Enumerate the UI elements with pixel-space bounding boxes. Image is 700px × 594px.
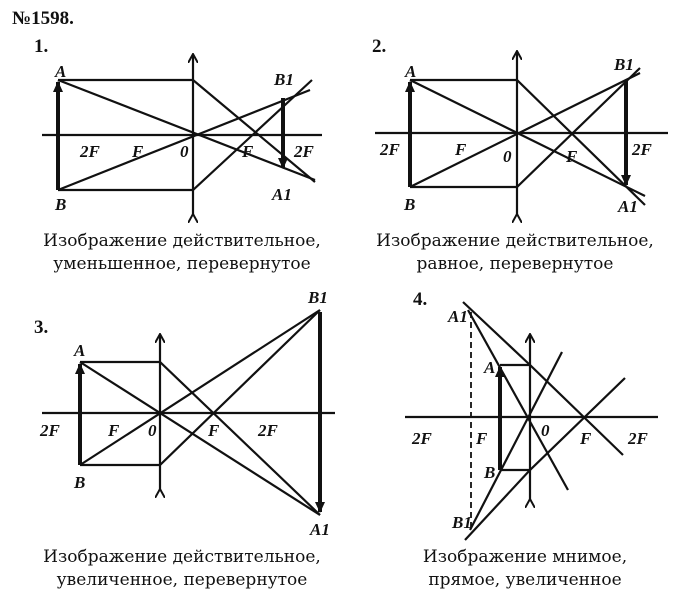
ray <box>58 78 316 183</box>
tick-label: F <box>475 429 488 448</box>
tick-label: 0 <box>148 421 157 440</box>
tick-label: 2F <box>79 142 101 161</box>
tick-label: 2F <box>627 429 649 448</box>
ray <box>410 67 641 189</box>
tick-label: 2F <box>293 142 315 161</box>
point-label: A <box>54 62 66 81</box>
ray <box>80 309 321 467</box>
ray <box>80 360 321 516</box>
tick-label: 2F <box>379 140 401 159</box>
diagram-1: 1. 2F F 0 F 2F A B B1 A1 <box>34 36 322 215</box>
ray <box>467 309 569 491</box>
point-label: B <box>403 195 415 214</box>
tick-label: F <box>454 140 467 159</box>
ray <box>500 363 624 456</box>
caption-2: Изображение действительное, равное, пере… <box>345 230 685 276</box>
diagram-4: 4. 2F F 0 F 2F A B A1 B1 <box>405 289 658 541</box>
tick-label: 2F <box>411 429 433 448</box>
ray-extension <box>464 469 531 541</box>
ray <box>409 79 646 197</box>
tick-label: F <box>579 429 592 448</box>
ray <box>410 78 646 206</box>
caption-line: Изображение действительное, <box>43 231 321 251</box>
point-label: B1 <box>273 70 294 89</box>
ray <box>500 377 626 472</box>
caption-line: уменьшенное, перевернутое <box>53 254 311 274</box>
caption-line: Изображение мнимое, <box>422 547 628 567</box>
point-label: B1 <box>613 55 634 74</box>
caption-line: Изображение действительное, <box>376 231 654 251</box>
point-label: B <box>73 473 85 492</box>
tick-label: F <box>207 421 220 440</box>
tick-label: 2F <box>257 421 279 440</box>
tick-label: F <box>241 142 254 161</box>
point-label: B1 <box>451 513 472 532</box>
tick-label: 0 <box>180 142 189 161</box>
caption-line: прямое, увеличенное <box>428 570 622 590</box>
ray <box>57 88 311 192</box>
point-label: B1 <box>307 288 328 307</box>
ray <box>79 309 321 466</box>
tick-label: 0 <box>541 421 550 440</box>
point-label: A1 <box>271 185 292 204</box>
point-label: A1 <box>447 307 468 326</box>
point-label: A <box>404 62 416 81</box>
ray <box>58 79 313 192</box>
caption-line: Изображение действительное, <box>43 547 321 567</box>
problem-number: №1598. <box>12 8 74 29</box>
tick-label: F <box>107 421 120 440</box>
tick-label: 2F <box>39 421 61 440</box>
tick-label: F <box>131 142 144 161</box>
tick-label: 2F <box>631 140 653 159</box>
point-label: B <box>54 195 66 214</box>
diagram-3: 3. 2F F 0 F 2F A B B1 A1 <box>34 288 335 539</box>
point-label: A <box>483 358 495 377</box>
caption-line: равное, перевернутое <box>416 254 614 274</box>
ray <box>469 351 563 531</box>
caption-line: увеличенное, перевернутое <box>56 570 308 590</box>
point-label: A1 <box>309 520 330 539</box>
diagram-2: 2. 2F F 0 F 2F A B B1 A1 <box>372 36 668 216</box>
diagram-index: 2. <box>372 36 386 57</box>
diagram-index: 4. <box>413 289 427 310</box>
diagram-index: 3. <box>34 317 48 338</box>
tick-label: F <box>565 147 578 166</box>
ray <box>57 78 316 182</box>
ray-extension <box>462 301 531 366</box>
caption-1: Изображение действительное, уменьшенное,… <box>12 230 352 276</box>
ray <box>409 72 641 188</box>
diagram-index: 1. <box>34 36 48 57</box>
ray <box>79 361 321 516</box>
point-label: A1 <box>617 197 638 216</box>
point-label: B <box>483 463 495 482</box>
caption-4: Изображение мнимое, прямое, увеличенное <box>355 546 695 592</box>
tick-label: 0 <box>503 147 512 166</box>
caption-3: Изображение действительное, увеличенное,… <box>12 546 352 592</box>
point-label: A <box>73 341 85 360</box>
